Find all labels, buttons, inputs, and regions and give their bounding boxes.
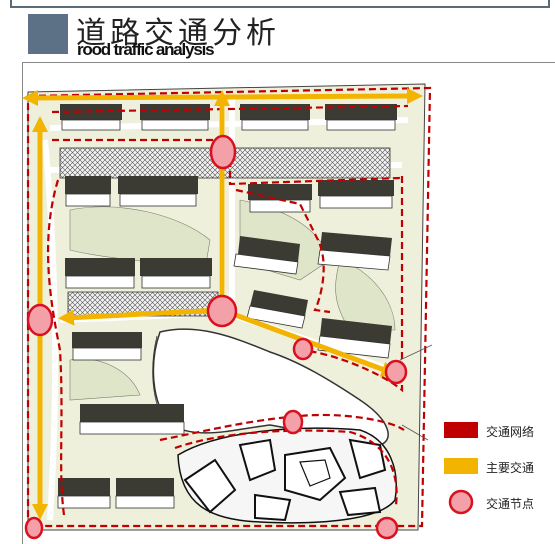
legend-node-icon [448,489,474,515]
node-center [206,294,238,328]
page-subtitle: rood traffic analysis [77,40,215,59]
node-south [375,516,399,540]
node-southwest [24,516,44,540]
buildings [57,104,397,509]
legend-main-swatch [444,458,478,474]
legend-network-label: 交通网络 [486,425,535,439]
network-ring-south [174,429,398,506]
top-frame-bar [10,0,550,8]
network-center [235,188,331,314]
legend-network-swatch [444,422,478,438]
node-west [26,303,54,337]
legend-main-label: 主要交通 [486,461,535,475]
building-row-4 [57,332,185,509]
pavilion-zone [177,427,397,524]
node-lake-north [292,337,314,361]
main-central-west [58,307,225,326]
node-lake-south [282,409,304,435]
network-lake-south [159,413,405,442]
traffic-nodes [24,134,408,540]
legend-node-label: 交通节点 [486,497,535,511]
title-square-icon [28,14,68,54]
network-west-loop [46,179,66,516]
building-row-1 [60,104,397,131]
building-row-3 [65,232,392,359]
network-inner-north [51,104,409,114]
node-east [384,359,408,385]
leader-line [399,344,433,441]
page-title: 道路交通分析 [76,16,280,51]
node-north [209,134,237,170]
map-frame [22,62,555,544]
